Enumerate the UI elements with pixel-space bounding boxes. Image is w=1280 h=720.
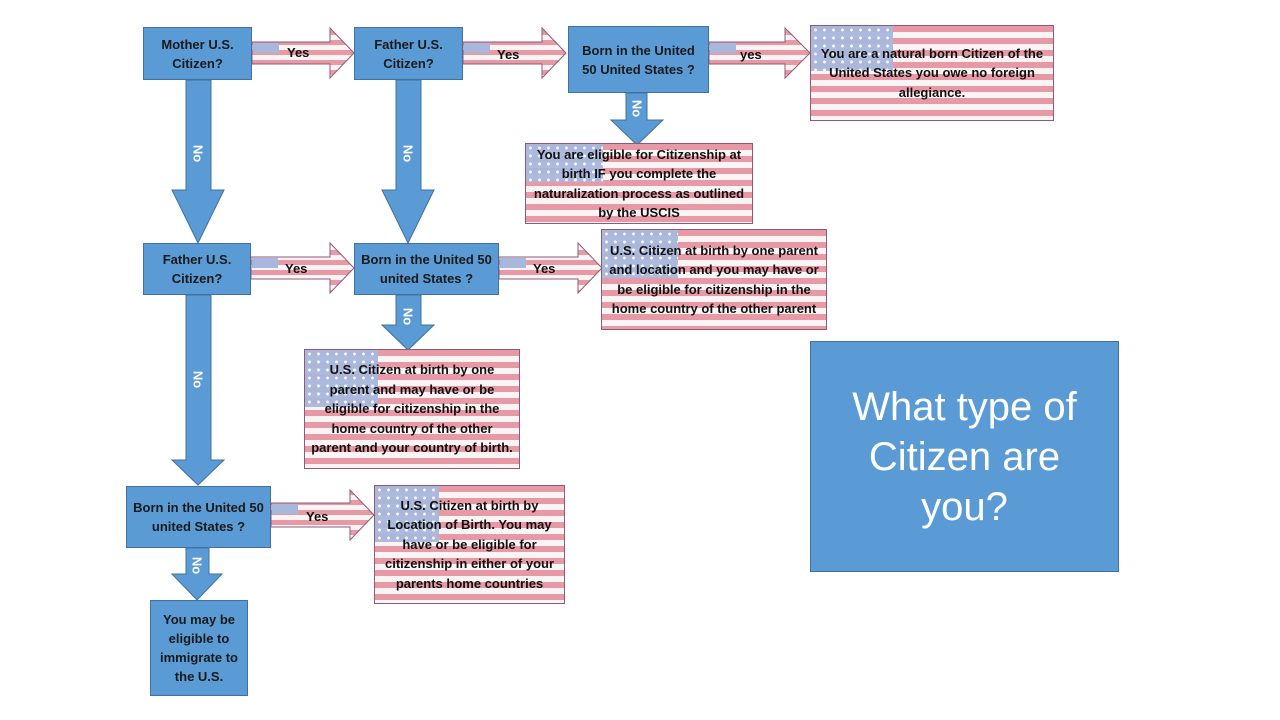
no-label: No: [189, 556, 205, 575]
one-parent-location-result: U.S. Citizen at birth by one parent and …: [601, 229, 827, 330]
arrow-father2-to-born2-yes: [250, 241, 355, 295]
no-label: No: [400, 144, 416, 163]
father-citizen-box: Father U.S. Citizen?: [354, 27, 463, 80]
yes-label: Yes: [533, 261, 556, 276]
born-in-us-box-2: Born in the United 50 united States ?: [354, 243, 499, 295]
arrow-born3-no: [170, 547, 224, 601]
arrow-mother-no: [171, 79, 225, 245]
no-label: No: [190, 144, 206, 163]
arrow-father1-no: [381, 79, 435, 245]
arrow-father2-no: [170, 294, 226, 486]
arrow-born2-no: [380, 294, 436, 351]
one-parent-text: U.S. Citizen at birth by one parent and …: [311, 362, 513, 456]
one-parent-location-text: U.S. Citizen at birth by one parent and …: [609, 242, 819, 317]
arrow-father-to-born-yes: [462, 26, 567, 80]
father-citizen-box-2: Father U.S. Citizen?: [143, 243, 251, 295]
yes-label: Yes: [285, 261, 308, 276]
arrow-born1-no: [609, 92, 665, 146]
arrow-born3-to-location-yes: [270, 488, 375, 542]
arrow-born2-to-oneparentlocation-yes: [498, 241, 603, 295]
yes-label: Yes: [497, 47, 520, 62]
no-label: No: [400, 307, 416, 326]
title-box: What type of Citizen are you?: [810, 341, 1119, 572]
arrow-born-to-natural-yes: [708, 26, 811, 80]
location-of-birth-text: U.S. Citizen at birth by Location of Bir…: [384, 497, 555, 591]
eligible-naturalization-result: You are eligible for Citizenship at birt…: [525, 143, 753, 224]
arrow-mother-to-father-yes: [251, 26, 355, 80]
one-parent-result: U.S. Citizen at birth by one parent and …: [304, 349, 520, 469]
yes-label: Yes: [306, 509, 329, 524]
born-in-us-box-1: Born in the United 50 United States ?: [568, 26, 709, 93]
natural-born-result: You are a natural born Citizen of the Un…: [810, 25, 1054, 121]
immigrate-box: You may be eligible to immigrate to the …: [150, 600, 248, 696]
mother-citizen-box: Mother U.S. Citizen?: [143, 27, 252, 80]
location-of-birth-result: U.S. Citizen at birth by Location of Bir…: [374, 485, 565, 604]
born-in-us-box-3: Born in the United 50 united States ?: [126, 486, 271, 548]
no-label: No: [190, 370, 206, 389]
eligible-naturalization-text: You are eligible for Citizenship at birt…: [533, 146, 745, 221]
yes-label: yes: [740, 47, 762, 62]
natural-born-text: You are a natural born Citizen of the Un…: [820, 45, 1044, 100]
yes-label: Yes: [287, 45, 310, 60]
no-label: No: [629, 99, 645, 118]
